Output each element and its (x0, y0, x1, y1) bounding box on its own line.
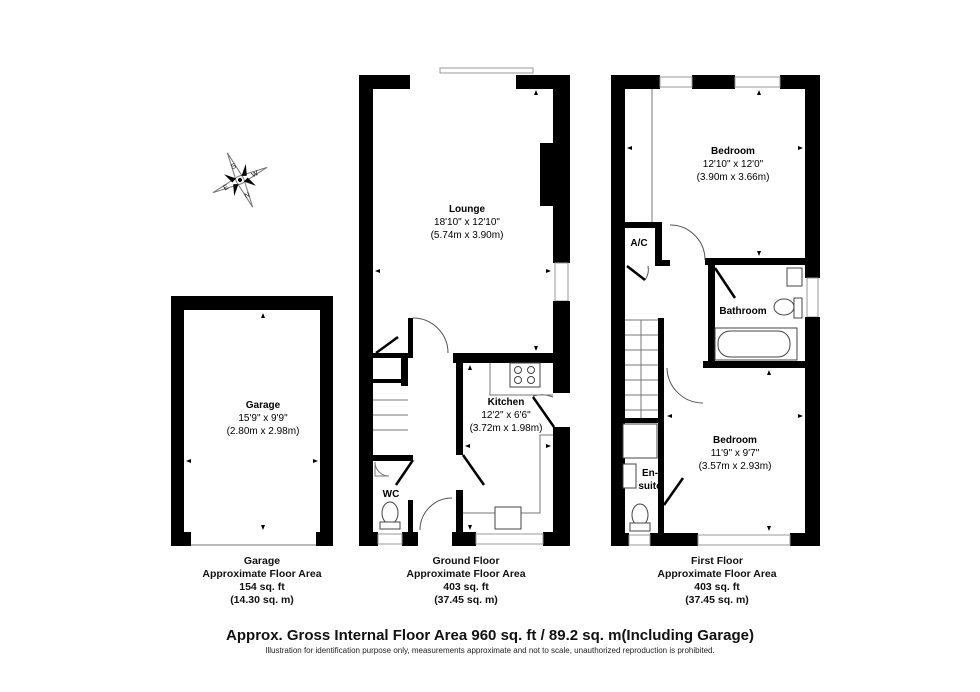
ground-floor-plan: Lounge 18'10" x 12'10" (5.74m x 3.90m) K… (359, 67, 570, 546)
room-name-ac: A/C (630, 238, 647, 249)
garage-plan: Garage 15'9" x 9'9" (2.80m x 2.98m) (171, 296, 333, 546)
floor-area-sqft: 403 sq. ft (694, 581, 740, 593)
room-dim-bedroom-1-imperial: 12'10" x 12'0" (703, 159, 764, 170)
toilet-icon (773, 298, 795, 316)
room-dim-garage-imperial: 15'9" x 9'9" (238, 413, 288, 424)
shower-icon (622, 423, 658, 459)
room-dim-bedroom-1-metric: (3.90m x 3.66m) (697, 172, 770, 183)
room-name-ensuite-2: suite (638, 481, 662, 492)
first-floor-area-label: First Floor Approximate Floor Area 403 s… (637, 555, 797, 607)
floor-area-sqft: 154 sq. ft (239, 581, 285, 593)
floor-name: First Floor (691, 555, 743, 567)
room-name-lounge: Lounge (449, 204, 486, 215)
sink-icon (494, 506, 522, 530)
compass-icon: S N E W (212, 152, 268, 208)
floor-area-sqm: (14.30 sq. m) (230, 594, 294, 606)
room-dim-kitchen-imperial: 12'2" x 6'6" (481, 410, 531, 421)
compass-w: W (251, 170, 260, 179)
room-dim-bedroom-2-metric: (3.57m x 2.93m) (699, 461, 772, 472)
hob-icon (509, 362, 541, 388)
room-name-garage: Garage (246, 400, 281, 411)
floor-area-label: Approximate Floor Area (406, 568, 526, 580)
first-floor-plan: Bedroom 12'10" x 12'0" (3.90m x 3.66m) A… (611, 75, 820, 546)
room-dim-kitchen-metric: (3.72m x 1.98m) (470, 423, 543, 434)
total-floor-area: Approx. Gross Internal Floor Area 960 sq… (226, 627, 754, 644)
room-name-wc: WC (383, 489, 400, 500)
compass-n: N (244, 192, 252, 200)
floor-area-label: Approximate Floor Area (657, 568, 777, 580)
room-dim-bedroom-2-imperial: 11'9" x 9'7" (711, 448, 760, 459)
floor-area-label: Approximate Floor Area (202, 568, 322, 580)
compass-e: E (223, 184, 230, 192)
floor-area-sqm: (37.45 sq. m) (685, 594, 749, 606)
room-name-bedroom-2: Bedroom (713, 435, 757, 446)
compass-s: S (230, 163, 237, 171)
room-name-bathroom: Bathroom (719, 306, 766, 317)
disclaimer: Illustration for identification purpose … (265, 646, 715, 655)
room-name-kitchen: Kitchen (488, 397, 525, 408)
floor-name: Ground Floor (432, 555, 500, 567)
room-dim-garage-metric: (2.80m x 2.98m) (227, 426, 300, 437)
floor-area-sqm: (37.45 sq. m) (434, 594, 498, 606)
toilet-icon (381, 501, 399, 525)
garage-area-label: Garage Approximate Floor Area 154 sq. ft… (182, 555, 342, 607)
room-dim-lounge-metric: (5.74m x 3.90m) (431, 230, 504, 241)
floor-area-sqft: 403 sq. ft (443, 581, 489, 593)
room-dim-lounge-imperial: 18'10" x 12'10" (434, 217, 500, 228)
room-name-ensuite-1: En- (642, 468, 658, 479)
ground-floor-area-label: Ground Floor Approximate Floor Area 403 … (386, 555, 546, 607)
room-name-bedroom-1: Bedroom (711, 146, 755, 157)
floor-name: Garage (243, 555, 281, 567)
